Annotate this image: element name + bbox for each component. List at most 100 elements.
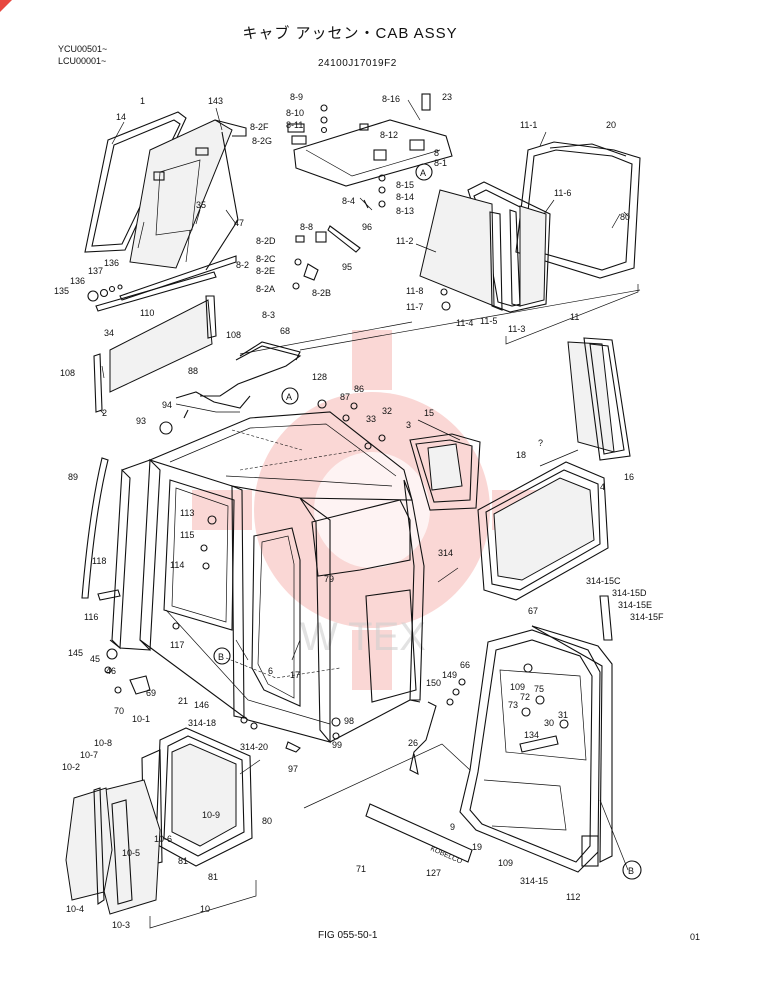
door-handle-rod <box>409 701 437 775</box>
callout: 150 <box>426 678 441 688</box>
callout: 8-2D <box>256 236 276 246</box>
callout: 26 <box>408 738 418 748</box>
callout: 68 <box>280 326 290 336</box>
callout-labels: 1 143 14 35 47 137 136 136 135 34 110 10… <box>54 92 664 930</box>
callout: 118 <box>92 556 106 566</box>
brand-label: KOBELCO <box>429 845 463 865</box>
callout: 80 <box>620 212 630 222</box>
callout: 66 <box>460 660 470 670</box>
callout: 11-3 <box>508 324 525 334</box>
page-number: 01 <box>690 932 701 942</box>
callout: 109 <box>510 682 525 692</box>
callout: 314-20 <box>240 742 268 752</box>
cab-fasteners <box>97 399 466 753</box>
callout: 145 <box>68 648 83 658</box>
callout: 110 <box>140 308 154 318</box>
kobelco-decal: KOBELCO <box>365 803 473 866</box>
callout: 96 <box>362 222 372 232</box>
window-rail <box>87 229 237 312</box>
serial-range-2: LCU00001~ <box>58 56 107 66</box>
callout: 10-2 <box>62 762 80 772</box>
callout: 10-5 <box>122 848 140 858</box>
page-title: キャブ アッセン・CAB ASSY <box>242 25 458 42</box>
svg-text:A: A <box>286 392 292 402</box>
callout: 8-2A <box>256 284 275 294</box>
callout: 35 <box>196 200 206 210</box>
callout: 10-9 <box>202 810 220 820</box>
callout: 314-18 <box>188 718 216 728</box>
callout: 31 <box>558 710 568 720</box>
callout: 11-2 <box>396 236 413 246</box>
callout: 8-12 <box>380 130 398 140</box>
callout: 8-2C <box>256 254 276 264</box>
callout: 95 <box>342 262 352 272</box>
callout: 136 <box>104 258 119 268</box>
callout: 10-8 <box>94 738 112 748</box>
ref-marker-a-cab: A <box>281 387 299 405</box>
callout: 8-3 <box>262 310 275 320</box>
callout: 10-4 <box>66 904 84 914</box>
callout: 94 <box>162 400 172 410</box>
roof-seal-parts <box>175 341 302 413</box>
cab-frame-body <box>109 411 425 744</box>
callout: 108 <box>60 368 75 378</box>
callout: 8-2F <box>250 122 269 132</box>
corner-mark <box>0 0 12 12</box>
callout: 314-15 <box>520 876 548 886</box>
callout: 8-2B <box>312 288 331 298</box>
callout: 10-6 <box>154 834 172 844</box>
callout: 15 <box>424 408 434 418</box>
callout: 10-1 <box>132 714 150 724</box>
callout: 8-9 <box>290 92 303 102</box>
callout: 314-15E <box>618 600 652 610</box>
callout: 8-16 <box>382 94 400 104</box>
callout: 8-4 <box>342 196 355 206</box>
callout: 135 <box>54 286 69 296</box>
group-bracket-10 <box>149 880 257 929</box>
callout: 81 <box>178 856 188 866</box>
callout: 10-3 <box>112 920 130 930</box>
callout: 72 <box>520 692 530 702</box>
ref-marker-b-door: B <box>622 860 642 880</box>
cab-door <box>459 595 613 873</box>
callout: 8-14 <box>396 192 414 202</box>
callout: 11-1 <box>520 120 537 130</box>
callout: 20 <box>606 120 616 130</box>
callout: 114 <box>170 560 184 570</box>
callout: 80 <box>262 816 272 826</box>
callout: 75 <box>534 684 544 694</box>
callout: 8-15 <box>396 180 414 190</box>
callout: 18 <box>516 450 526 460</box>
callout: 314 <box>438 548 453 558</box>
callout: 32 <box>382 406 392 416</box>
callout: 10 <box>200 904 210 914</box>
part-number: 24100J17019F2 <box>318 58 397 69</box>
roof-bracket-assembly <box>287 93 453 290</box>
callout: 113 <box>180 508 194 518</box>
sliding-small-window <box>409 433 481 511</box>
callout: 8-10 <box>286 108 304 118</box>
callout: 88 <box>188 366 198 376</box>
svg-text:A: A <box>420 168 426 178</box>
callout: 146 <box>194 700 209 710</box>
callout: 23 <box>442 92 452 102</box>
callout: 11 <box>570 312 579 322</box>
callout: 127 <box>426 868 441 878</box>
callout: 117 <box>170 640 184 650</box>
callout: 10-7 <box>80 750 98 760</box>
callout: 30 <box>544 718 554 728</box>
svg-text:B: B <box>218 652 224 662</box>
callout: 67 <box>528 606 538 616</box>
callout: 1 <box>140 96 145 106</box>
callout: 79 <box>324 574 334 584</box>
callout: 89 <box>68 472 78 482</box>
ref-marker-a-top: A <box>415 163 433 181</box>
callout: 9 <box>450 822 455 832</box>
callout: 47 <box>234 218 244 228</box>
callout: 4 <box>600 482 605 492</box>
callout: 8-11 <box>286 120 303 130</box>
callout: 109 <box>498 858 513 868</box>
callout: 11-5 <box>480 316 497 326</box>
